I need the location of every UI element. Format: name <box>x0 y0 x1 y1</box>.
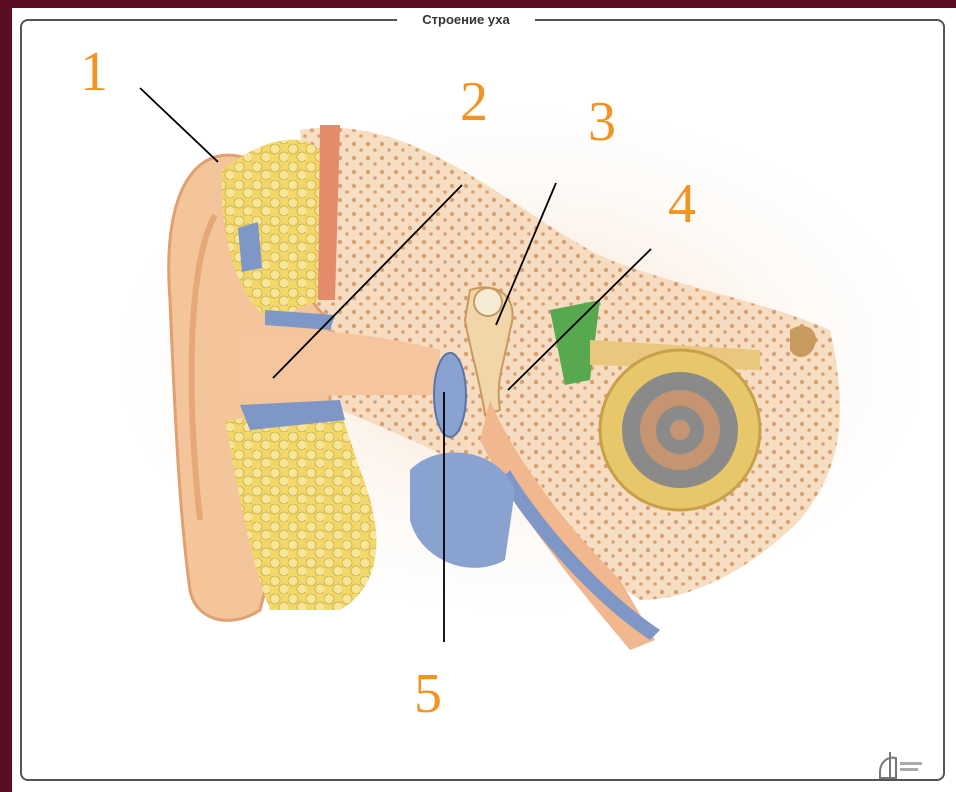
pointer-1 <box>140 88 218 162</box>
publisher-logo <box>870 744 930 784</box>
tympanic-membrane <box>434 353 466 437</box>
label-1: 1 <box>80 44 108 100</box>
cochlea-center <box>670 420 690 440</box>
label-5: 5 <box>414 666 442 722</box>
blue-small <box>238 222 262 272</box>
malleus-head <box>474 288 502 316</box>
label-2: 2 <box>460 74 488 130</box>
label-4: 4 <box>668 176 696 232</box>
label-3: 3 <box>588 94 616 150</box>
